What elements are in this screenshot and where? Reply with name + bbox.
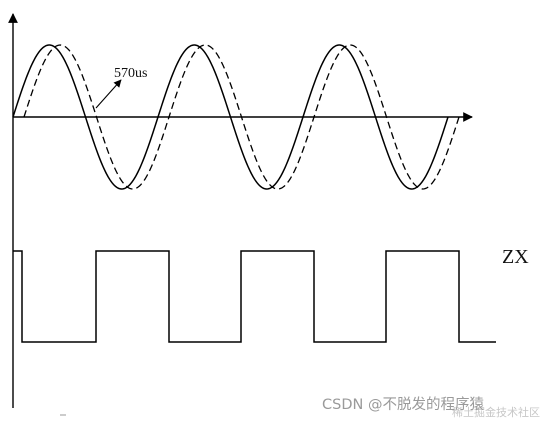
sine-wave-solid [12,44,449,190]
zx-square-wave [13,250,496,343]
csdn-watermark: CSDN @不脱发的程序猿 [322,396,484,413]
delay-arrow [95,79,122,109]
zx-label: ZX [502,246,529,268]
sine-wave-dashed [23,44,460,190]
watermark-faint: 稀土掘金技术社区 [452,405,540,419]
delay-label: 570us [114,66,147,81]
